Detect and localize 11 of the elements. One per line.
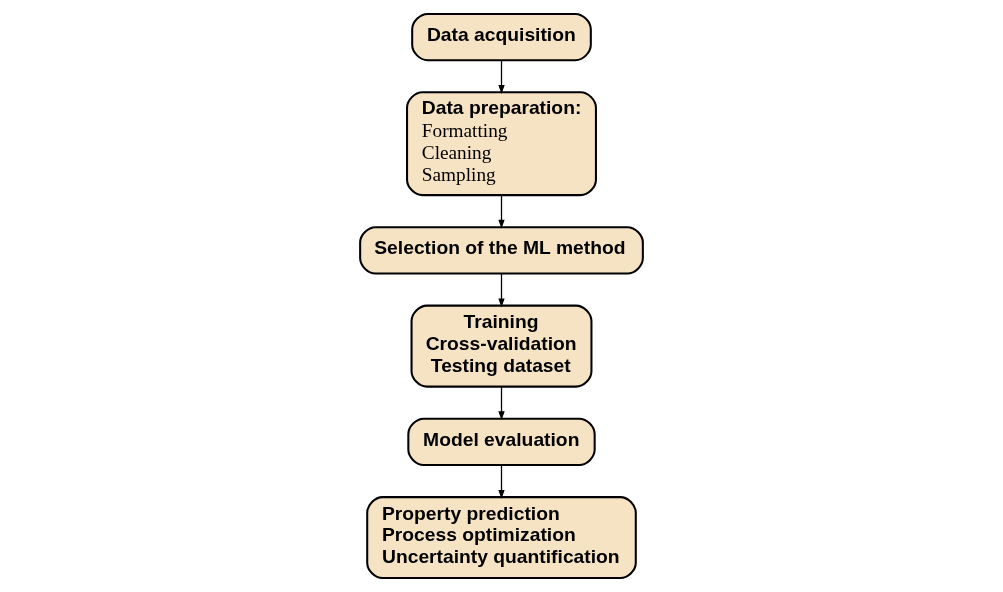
arrow [498, 386, 505, 421]
arrow [498, 59, 505, 95]
arrow [498, 194, 505, 229]
node-box: Property prediction Process optimization Uncertainty quantification [366, 496, 637, 580]
arrow [498, 464, 505, 499]
arrow [498, 272, 505, 308]
node-box: Data preparation: Formatting Cleaning Sampling [406, 91, 597, 197]
node-box: Data acquisition [411, 12, 592, 62]
node-box: Model evaluation [407, 417, 596, 466]
node-box: Training Cross-validation Testing dataset [410, 304, 593, 388]
node-box: Selection of the ML method [359, 226, 644, 275]
